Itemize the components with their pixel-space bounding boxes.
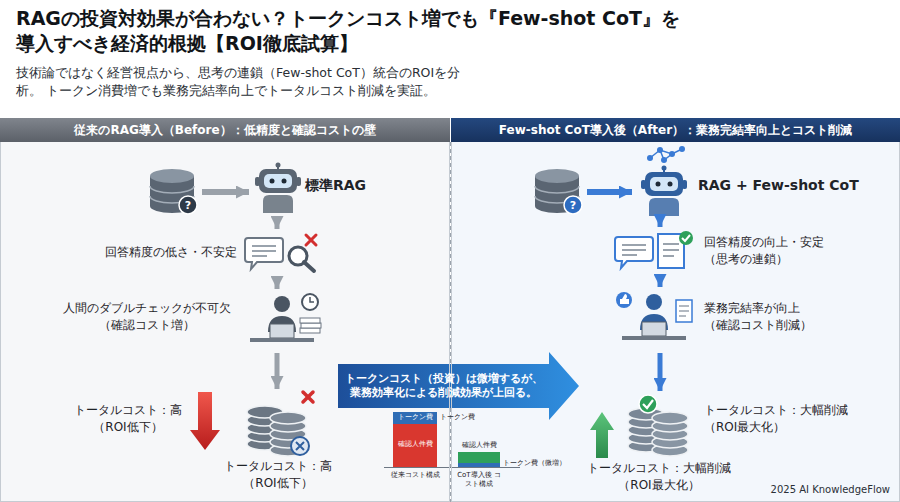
double-check-step: 人間のダブルチェックが不可欠 （確認コスト増） [56,290,328,352]
flow-arrow [202,189,249,195]
reduced-total-cost: トータルコスト：大幅削減 （ROI最大化） トータルコスト：大幅削減 （ROI最大… [581,392,858,496]
node-label: トータルコスト：高 （ROI低下） [222,458,334,492]
node-label: 回答精度の低さ・不安定 [95,244,237,261]
answer-bubble-icon [615,237,653,268]
roi-up-arrow [590,412,614,458]
node-label: 回答精度の向上・安定 （思考の連鎖） [704,234,828,268]
panel-divider [450,142,451,502]
flow-arrow [275,353,280,389]
high-total-cost: トータルコスト：高 （ROI低下） トータルコスト：高 （ROI低下） [70,390,336,494]
cot-rag-robot: RAG + Few-shot CoT [634,144,861,218]
node-label: RAG + Few-shot CoT [698,176,859,196]
error-cross [306,235,316,245]
bar-segment-label: トークン費 [393,413,437,422]
robot-icon [255,163,301,214]
flow-arrow [658,219,663,227]
brain-network-icon [647,146,685,163]
bar-legend-label: トークン費（微増） [503,459,566,468]
clock-icon [302,294,318,310]
answer-bubble-icon [245,238,283,269]
badge-text: ? [564,198,582,213]
success-check [639,395,657,413]
loss-coin [291,437,309,455]
robot-icon [641,166,687,217]
after-panel: ? RAG + Few-shot CoT 回答精度の向上・安定 （思考の連鎖） 業務完… [451,118,900,502]
watermark: 2025 AI KnowledgeFlow [771,484,890,497]
page-title: RAGの投資対効果が合わない？トークンコスト増でも『Few-shot CoT』を… [16,6,700,56]
node-label: トータルコスト：大幅削減 （ROI最大化） [583,460,735,494]
cost-up-arrow [190,392,220,450]
thumbs-up-icon [616,292,632,308]
before-panel: ? 標準RAG 回答精度の低さ・不安定人間のダブルチェックが不可欠 （確認コスト増）… [0,118,450,502]
error-cross [303,392,313,402]
high-accuracy-step: 回答精度の向上・安定 （思考の連鎖） [611,228,830,276]
bar-legend-label: トークン費 [440,413,475,422]
paper-stack [300,318,321,333]
node-label: トータルコスト：高 （ROI低下） [72,402,184,436]
cost-bar-chart [384,412,520,468]
node-label: 人間のダブルチェックが不可欠 （確認コスト増） [58,300,236,334]
node-label: 業務完結率が向上 （確認コスト削減） [704,300,818,334]
knowledge-database: ? [531,164,585,220]
question-badge [179,196,197,214]
flow-arrow [587,189,632,195]
node-label: トータルコスト：大幅削減 （ROI最大化） [704,402,856,436]
flow-arrow [275,277,280,289]
badge-text: ? [179,198,197,213]
document-icon [676,300,692,322]
arrow-label: トークンコスト（投資）は微増するが、業務効率化による削減効果が上回る。 [343,372,545,401]
magnifier-icon [289,247,314,271]
completion-step: 業務完結率が向上 （確認コスト削減） [614,288,820,352]
bar-segment-label: 確認人件費 [393,440,437,449]
before-panel-ground [0,142,450,502]
document-icon [658,231,693,268]
question-badge [564,196,582,214]
page-caption: 技術論ではなく経営視点から、思考の連鎖（Few-shot CoT）統合のROIを… [16,64,484,99]
flow-arrow [275,217,280,229]
flow-arrow [658,277,663,287]
axis-label: 従来コスト構成 [382,471,448,480]
axis-label: CoT導入後 コスト構成 [454,471,504,489]
benefit-arrow [338,352,579,420]
low-accuracy-step: 回答精度の低さ・不安定 [93,230,327,276]
node-label: 標準RAG [305,176,366,196]
bar-segment-label: 確認人件費 [458,441,500,450]
flow-arrow [658,353,663,391]
coin-stack [652,412,688,456]
knowledge-database: ? [146,164,200,220]
standard-rag-robot: 標準RAG [251,160,368,216]
panel-header: 従来のRAG導入（Before）：低精度と確認コストの壁 [0,118,450,142]
panel-header: Few-shot CoT導入後（After）：業務完結率向上とコスト削減 [451,118,900,142]
after-panel-ground [451,142,900,502]
